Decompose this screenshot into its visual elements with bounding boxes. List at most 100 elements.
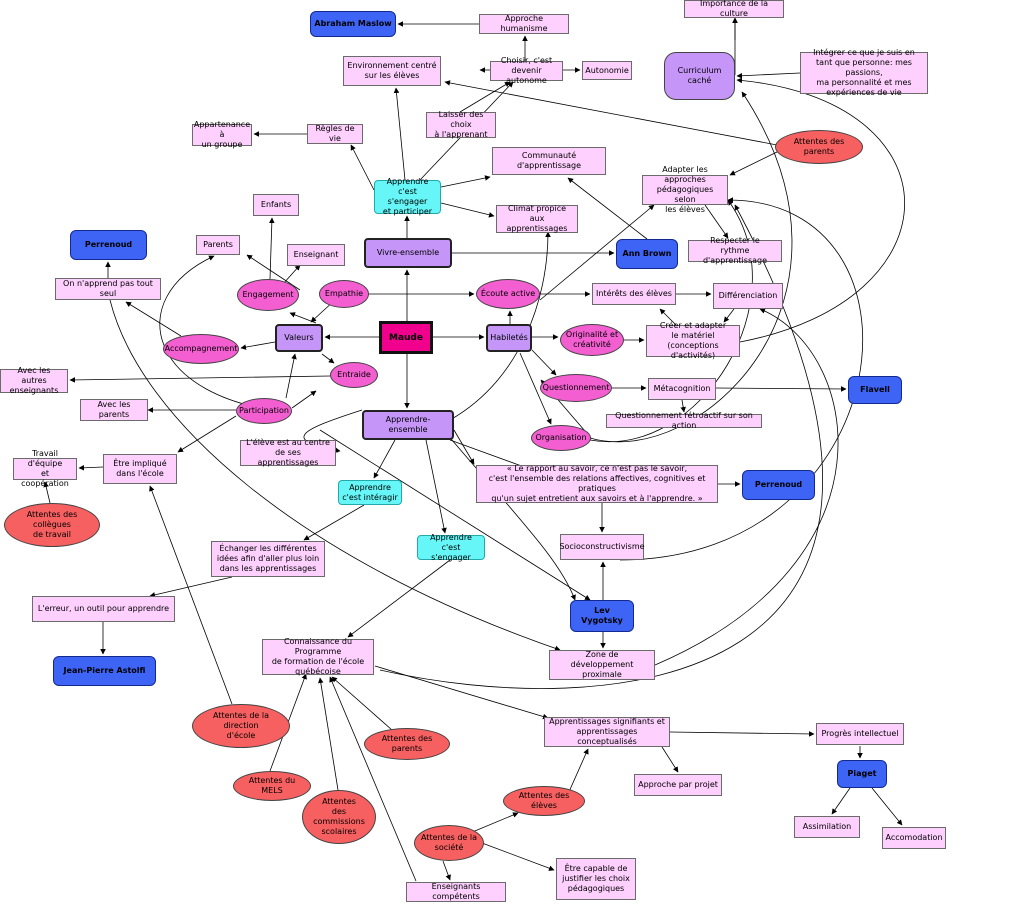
node-parents[interactable]: Parents: [196, 235, 240, 255]
connector-line: [43, 481, 51, 504]
connector-line: [440, 202, 495, 218]
node-apprendre-engager[interactable]: Apprendre c'est s'engager: [417, 533, 485, 562]
node-on-apprend[interactable]: On n'apprend pas tout seul: [55, 278, 161, 300]
node-attentes-parents-top[interactable]: Attentes des parents: [775, 130, 863, 164]
node-empathie[interactable]: Empathie: [319, 280, 369, 308]
node-enfants[interactable]: Enfants: [253, 194, 299, 216]
connector-curve: [379, 204, 823, 689]
node-piaget[interactable]: Piaget: [837, 760, 887, 788]
node-apprendre-engager-participer[interactable]: Apprendre c'est s'engager et participer: [374, 177, 441, 216]
node-respecter-rythme[interactable]: Respecter le rythme d'apprentissage: [688, 236, 782, 265]
node-accomodation[interactable]: Accomodation: [882, 827, 946, 849]
node-apprendre-ensemble[interactable]: Apprendre-ensemble: [362, 410, 454, 440]
node-perrenoud-left[interactable]: Perrenoud: [70, 230, 147, 260]
node-assimilation[interactable]: Assimilation: [794, 816, 860, 838]
node-rapport-savoir[interactable]: « Le rapport au savoir, ce n'est pas le …: [476, 464, 718, 503]
node-questionnement[interactable]: Questionnement: [540, 374, 612, 402]
node-abraham-maslow[interactable]: Abraham Maslow: [310, 11, 396, 37]
node-apprendre-interagir[interactable]: Apprendre c'est intéragir: [338, 480, 402, 505]
node-approche-projet[interactable]: Approche par projet: [634, 774, 722, 796]
connector-line: [329, 676, 417, 882]
node-questionnement-retroactif[interactable]: Questionnement rétroactif sur son action: [606, 411, 762, 430]
connector-line: [282, 264, 301, 285]
connector-line: [704, 204, 729, 239]
node-habiletes[interactable]: Habiletés: [486, 324, 532, 352]
node-curriculum-cache[interactable]: Curriculum caché: [664, 52, 735, 100]
node-erreur[interactable]: L'erreur, un outil pour apprendre: [32, 596, 175, 622]
node-socioconstructivisme[interactable]: Socioconstructivisme: [559, 534, 645, 560]
node-entraide[interactable]: Entraide: [330, 362, 378, 388]
connector-line: [318, 677, 339, 791]
node-adapter-approches[interactable]: Adapter les approches pédagogiques selon…: [642, 165, 728, 214]
connector-line: [444, 80, 778, 146]
node-attentes-direction[interactable]: Attentes de la direction d'école: [192, 704, 290, 748]
node-laisser-choix[interactable]: Laisser des choix à l'apprenant: [426, 110, 496, 139]
node-echanger[interactable]: Échanger les différentes idées afin d'al…: [211, 541, 325, 577]
connector-line: [736, 72, 801, 79]
node-climat[interactable]: Climat propice aux apprentissages: [496, 204, 578, 233]
node-maude[interactable]: Maude: [379, 321, 433, 354]
node-communaute[interactable]: Communauté d'apprentissage: [492, 147, 606, 175]
node-perrenoud-right[interactable]: Perrenoud: [742, 470, 815, 500]
node-valeurs[interactable]: Valeurs: [275, 324, 323, 352]
connector-line: [539, 204, 655, 301]
node-attentes-parents-bottom[interactable]: Attentes des parents: [364, 728, 450, 760]
connector-line: [240, 341, 276, 350]
node-flavell[interactable]: Flavell: [848, 376, 902, 404]
node-accompagnement[interactable]: Accompagnement: [163, 334, 239, 364]
node-metacognition[interactable]: Métacognition: [648, 378, 716, 400]
node-integrer[interactable]: Intégrer ce que je suis en tant que pers…: [800, 48, 928, 97]
node-zone-developpement[interactable]: Zone de développement proximale: [549, 650, 655, 680]
connector-line: [303, 504, 365, 541]
node-astolfi[interactable]: Jean-Pierre Astolfi: [53, 656, 156, 686]
node-connaissance-programme[interactable]: Connaissance du Programme de formation d…: [262, 637, 374, 676]
connector-line: [661, 746, 679, 773]
node-ann-brown[interactable]: Ann Brown: [616, 239, 678, 269]
node-originalite[interactable]: Originalité et créativité: [560, 324, 624, 356]
node-avec-parents[interactable]: Avec les parents: [80, 399, 148, 421]
node-approche-humanisme[interactable]: Approche humanisme: [479, 14, 569, 34]
connector-line: [373, 439, 396, 479]
node-regles-vie[interactable]: Règles de vie: [307, 124, 363, 144]
node-lev-vygotsky[interactable]: Lev Vygotsky: [570, 600, 634, 632]
node-creer-adapter[interactable]: Créer et adapter le matériel (conception…: [646, 321, 740, 360]
node-vivre-ensemble[interactable]: Vivre-ensemble: [364, 238, 452, 268]
node-eleve-centre[interactable]: L'élève est au centre de ses apprentissa…: [240, 438, 336, 467]
node-apprentissages-signifiants[interactable]: Apprentissages signifiants et apprentiss…: [544, 717, 670, 747]
node-environnement-centre[interactable]: Environnement centré sur les élèves: [343, 56, 441, 86]
connector-line: [149, 485, 233, 705]
connector-curve: [109, 299, 561, 651]
node-ecoute-active[interactable]: Écoute active: [476, 279, 540, 309]
connector-line: [519, 352, 552, 425]
connector-line: [567, 177, 648, 240]
node-travail-equipe[interactable]: Travail d'équipe et coopération: [13, 449, 77, 488]
node-attentes-eleves[interactable]: Attentes des élèves: [503, 786, 585, 816]
node-etre-implique[interactable]: Être impliqué dans l'école: [103, 454, 177, 484]
node-attentes-collegues[interactable]: Attentes des collègues de travail: [4, 503, 100, 547]
node-enseignants-competents[interactable]: Enseignants compétents: [406, 882, 506, 902]
node-autonomie[interactable]: Autonomie: [582, 61, 632, 80]
connector-line: [680, 399, 686, 413]
node-interets-eleves[interactable]: Intérêts des élèves: [592, 283, 676, 305]
node-progres-intellectuel[interactable]: Progrès intellectuel: [816, 723, 904, 745]
node-appartenance[interactable]: Appartenance à un groupe: [192, 120, 252, 149]
node-participation[interactable]: Participation: [236, 398, 292, 424]
node-choisir-autonome[interactable]: Choisir, c'est devenir autonome: [490, 56, 563, 85]
connector-line: [78, 464, 104, 471]
connector-line: [831, 787, 851, 815]
node-importance-culture[interactable]: Importance de la culture: [684, 0, 784, 18]
node-organisation[interactable]: Organisation: [531, 425, 591, 451]
connector-curve: [736, 77, 906, 343]
connector-line: [871, 787, 903, 826]
node-avec-enseignants[interactable]: Avec les autres enseignants: [0, 366, 68, 395]
node-attentes-mels[interactable]: Attentes du MELS: [233, 771, 311, 801]
node-enseignant[interactable]: Enseignant: [287, 244, 345, 266]
node-etre-capable[interactable]: Être capable de justifier les choix péda…: [556, 858, 636, 900]
connector-line: [442, 860, 451, 881]
connector-curve: [589, 91, 793, 443]
connector-line: [149, 576, 233, 598]
node-attentes-societe[interactable]: Attentes de la société: [414, 825, 484, 861]
node-engagement[interactable]: Engagement: [237, 279, 299, 311]
node-attentes-commissions[interactable]: Attentes des commissions scolaires: [302, 790, 376, 844]
node-differenciation[interactable]: Différenciation: [713, 283, 783, 309]
